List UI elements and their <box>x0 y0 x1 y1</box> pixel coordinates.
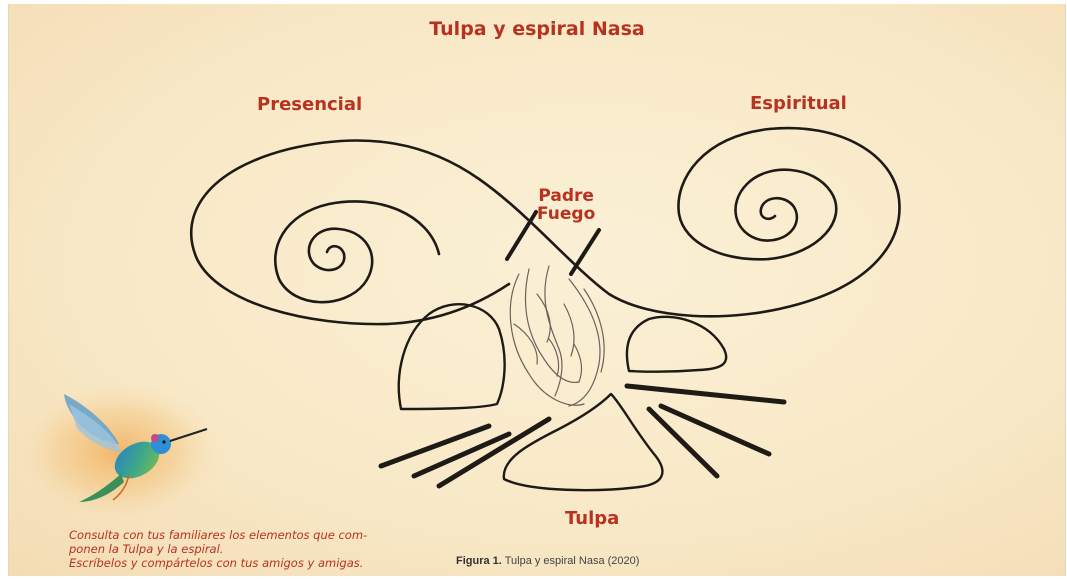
label-espiritual: Espiritual <box>750 93 847 114</box>
watercolor-splash <box>9 377 229 527</box>
note-line-3: Escríbelos y compártelos con tus amigos … <box>69 556 409 570</box>
note-line-1: Consulta con tus familiares los elemento… <box>69 528 409 542</box>
note-line-2: ponen la Tulpa y la espiral. <box>69 542 409 556</box>
fuego-stick-left <box>507 212 536 259</box>
spiral-espiritual <box>736 170 837 259</box>
figure-canvas: Tulpa y espiral Nasa Presencial Espiritu… <box>8 4 1066 576</box>
label-padre: Padre <box>537 187 595 205</box>
fuego-stick-right <box>571 230 599 274</box>
caption-label: Figura 1. <box>456 555 502 567</box>
tulpa-stone-bottom <box>504 394 663 490</box>
label-fuego: Fuego <box>537 205 595 223</box>
tulpa-spiral-drawing <box>9 4 1065 576</box>
label-padre-fuego: Padre Fuego <box>537 187 595 223</box>
fire-flames <box>510 266 604 406</box>
spiral-presencial <box>275 201 439 302</box>
activity-note: Consulta con tus familiares los elemento… <box>69 528 409 570</box>
label-presencial: Presencial <box>257 94 362 115</box>
tulpa-stone-left <box>399 304 505 409</box>
figure-caption: Figura 1. Tulpa y espiral Nasa (2020) <box>456 555 639 567</box>
diagram-title: Tulpa y espiral Nasa <box>9 18 1065 40</box>
caption-text: Tulpa y espiral Nasa (2020) <box>505 555 640 567</box>
tulpa-stone-right <box>627 317 726 372</box>
firewood <box>381 386 784 486</box>
label-tulpa: Tulpa <box>565 508 619 529</box>
